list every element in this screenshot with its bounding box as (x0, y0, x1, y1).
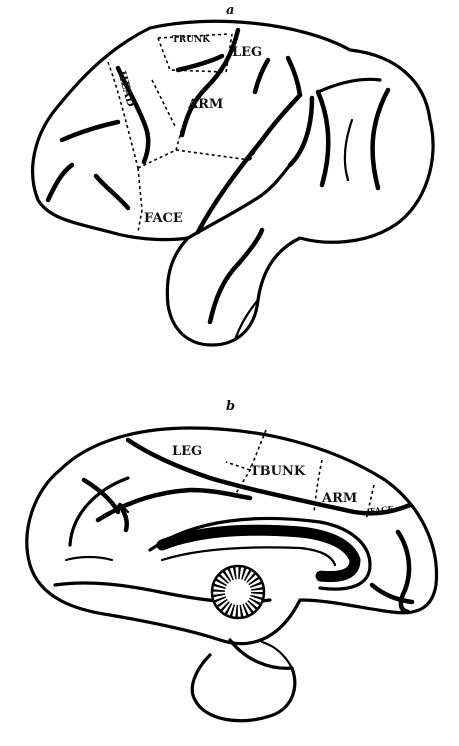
panel-b-label-face: FACE (369, 504, 394, 516)
panel-a-lunate-sulcus (290, 98, 312, 165)
panel-a-temporal-contour (188, 165, 290, 238)
panel-a-leg-sulcus (255, 60, 268, 92)
panel-a-label-face: FACE (144, 211, 183, 226)
panel-a-label-trunk: TRUNK (172, 35, 211, 45)
panel-a-occipital-sulcus-2 (373, 90, 388, 188)
panel-a-label-leg: LEG (232, 45, 262, 60)
panel-a-ips (288, 58, 300, 95)
panel-b-callosal-lower (162, 547, 335, 565)
panel-b-label-arm: ARM (321, 491, 357, 506)
panel-b-medial-brain: b LEG TBUNK ARM FACE (27, 399, 437, 721)
panel-a-region-borders (108, 34, 262, 232)
panel-a-letter: a (226, 3, 234, 18)
panel-b-label-trunk: TBUNK (250, 464, 306, 479)
panel-a-label-head: HEAD (115, 69, 138, 108)
panel-b-label-leg: LEG (172, 444, 202, 459)
panel-a-principal-sulcus (62, 122, 118, 140)
panel-a-occipital-sulcus-1 (318, 92, 328, 185)
panel-a-lateral-brain: a TRUNK LEG HEAD ARM FACE (33, 3, 433, 345)
panel-a-label-arm: ARM (187, 97, 223, 112)
panel-a-temporal-sulcus (210, 230, 262, 322)
panel-a-precentral-dimple (178, 56, 222, 70)
panel-b-rostral-sulcus (66, 557, 112, 560)
panel-a-occipital-sulcus-3 (345, 120, 352, 180)
panel-a-orbital-sulcus (96, 176, 128, 208)
panel-a-occipital-lobe (318, 79, 380, 92)
panel-a-lateral-fissure (198, 95, 300, 232)
panel-a-frontal-sulcus-lower (48, 165, 72, 200)
panel-a-cortex-outline (33, 21, 433, 345)
panel-b-letter: b (226, 399, 235, 414)
